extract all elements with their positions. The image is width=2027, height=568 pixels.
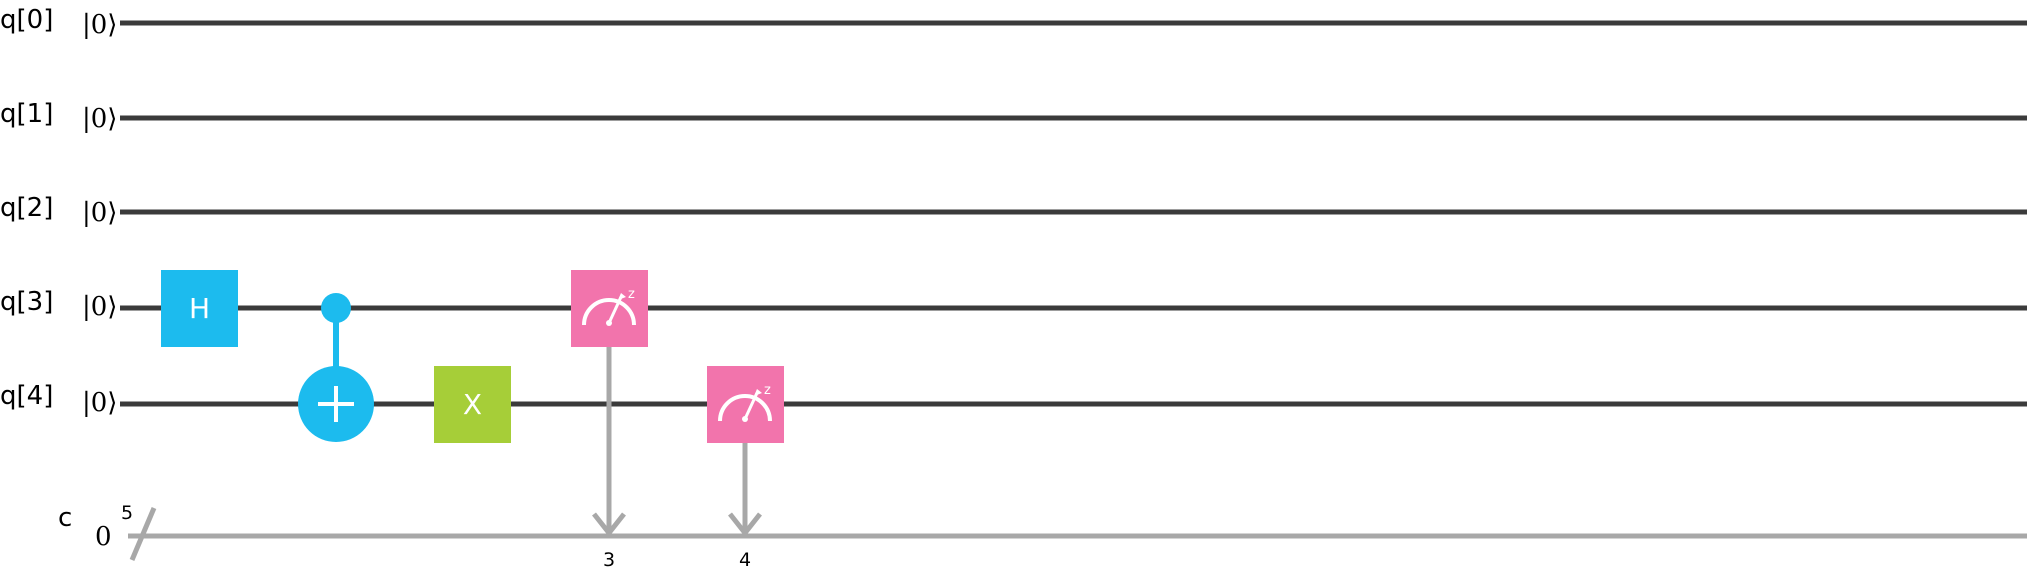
measure-box-q4 bbox=[707, 366, 784, 443]
cnot-control-dot bbox=[321, 293, 351, 323]
classical-bus-slash bbox=[129, 507, 157, 561]
measure-basis-q3: z bbox=[628, 287, 635, 302]
measure-gate-q4[interactable]: z 4 bbox=[707, 366, 784, 568]
classical-init: 0 bbox=[95, 522, 112, 552]
measure-arrow-q4 bbox=[728, 512, 762, 538]
x-gate[interactable]: X bbox=[434, 366, 511, 443]
qubit-labels: q[0] q[1] q[2] q[3] q[4] bbox=[0, 5, 53, 411]
x-gate-label: X bbox=[463, 388, 482, 421]
h-gate-box bbox=[161, 270, 238, 347]
meter-icon bbox=[718, 389, 772, 422]
measure-arrow-q3 bbox=[592, 512, 626, 538]
h-gate[interactable]: H bbox=[161, 270, 238, 347]
qubit-init-4: |0⟩ bbox=[82, 388, 117, 418]
measure-box-q3 bbox=[571, 270, 648, 347]
h-gate-label: H bbox=[189, 292, 210, 325]
qubit-label-1: q[1] bbox=[0, 99, 53, 129]
qubit-label-3: q[3] bbox=[0, 287, 53, 317]
qubit-label-2: q[2] bbox=[0, 193, 53, 223]
meter-icon bbox=[582, 293, 636, 326]
qubit-label-4: q[4] bbox=[0, 381, 53, 411]
classical-label: c bbox=[58, 503, 72, 533]
classical-register: c 5 0 bbox=[58, 502, 2027, 561]
qubit-init-2: |0⟩ bbox=[82, 198, 117, 228]
qubit-init-states: |0⟩ |0⟩ |0⟩ |0⟩ |0⟩ bbox=[82, 10, 117, 418]
measure-basis-q4: z bbox=[764, 383, 771, 398]
qubit-init-3: |0⟩ bbox=[82, 292, 117, 322]
measure-bit-q4: 4 bbox=[739, 549, 751, 568]
qubit-init-1: |0⟩ bbox=[82, 104, 117, 134]
measure-gate-q3[interactable]: z 3 bbox=[571, 270, 648, 568]
qubit-wires bbox=[120, 20, 2027, 407]
x-gate-box bbox=[434, 366, 511, 443]
cnot-gate[interactable] bbox=[298, 293, 374, 442]
qubit-init-0: |0⟩ bbox=[82, 10, 117, 40]
measure-bit-q3: 3 bbox=[603, 549, 615, 568]
classical-width: 5 bbox=[121, 502, 133, 524]
qubit-label-0: q[0] bbox=[0, 5, 53, 35]
